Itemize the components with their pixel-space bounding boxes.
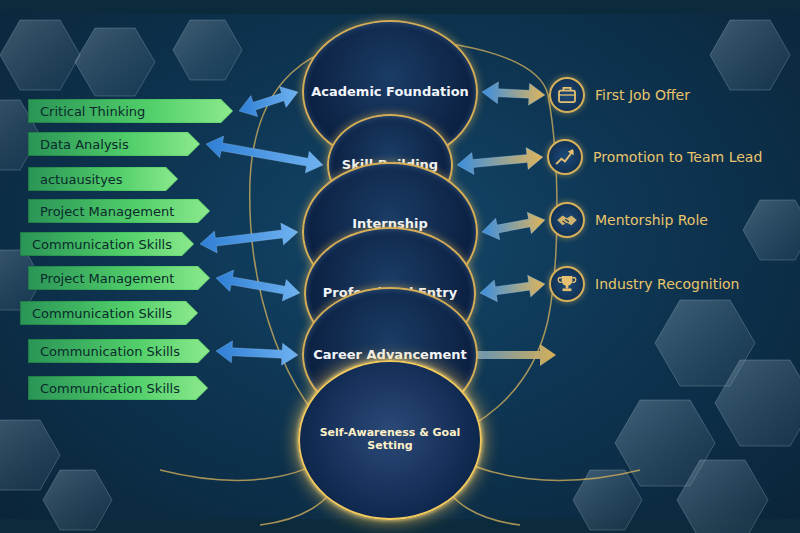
skill-tag: Communication Skills — [20, 301, 198, 325]
node-label: actuausityes — [40, 172, 123, 187]
skill-tag: Critical Thinking — [28, 99, 233, 123]
double-arrow — [200, 223, 298, 253]
skill-tag: Project Management — [28, 199, 210, 223]
skill-tag: Project Management — [28, 266, 210, 290]
milestone-label: First Job Offer — [595, 87, 690, 103]
milestone-icon: Mentorship Role — [549, 202, 585, 238]
icon-glyph — [551, 268, 583, 300]
icon-glyph — [549, 141, 581, 173]
skill-tag: Communication Skills — [28, 376, 208, 400]
skill-tag: Communication Skills — [28, 339, 210, 363]
skill-tag: actuausityes — [28, 167, 178, 191]
node-label: Communication Skills — [32, 237, 172, 252]
milestone-icon: First Job Offer — [549, 77, 585, 113]
double-arrow — [216, 341, 298, 365]
skill-tag: Data Analysis — [28, 132, 200, 156]
double-arrow — [480, 275, 545, 301]
double-arrow — [206, 136, 323, 173]
node-label: Critical Thinking — [40, 104, 145, 119]
double-arrow — [239, 86, 298, 116]
base-circle: Self-Awareness & Goal Setting — [298, 360, 482, 520]
node-label: Data Analysis — [40, 137, 129, 152]
milestone-label: Industry Recognition — [595, 276, 739, 292]
icon-glyph — [551, 79, 583, 111]
node-label: Project Management — [40, 204, 174, 219]
double-arrow — [482, 82, 545, 105]
node-label: Communication Skills — [32, 306, 172, 321]
icon-glyph — [551, 204, 583, 236]
node-label: Academic Foundation — [305, 85, 475, 100]
node-label: Communication Skills — [40, 344, 180, 359]
milestone-label: Mentorship Role — [595, 212, 708, 228]
double-arrow — [216, 270, 300, 301]
milestone-label: Promotion to Team Lead — [593, 149, 762, 165]
double-arrow — [482, 212, 545, 240]
skill-tag: Communication Skills — [20, 232, 194, 256]
milestone-icon: Promotion to Team Lead — [547, 139, 583, 175]
double-arrow — [457, 148, 543, 175]
node-label: Self-Awareness & Goal Setting — [300, 427, 480, 452]
node-label: Project Management — [40, 271, 174, 286]
node-label: Communication Skills — [40, 381, 180, 396]
milestone-icon: Industry Recognition — [549, 266, 585, 302]
